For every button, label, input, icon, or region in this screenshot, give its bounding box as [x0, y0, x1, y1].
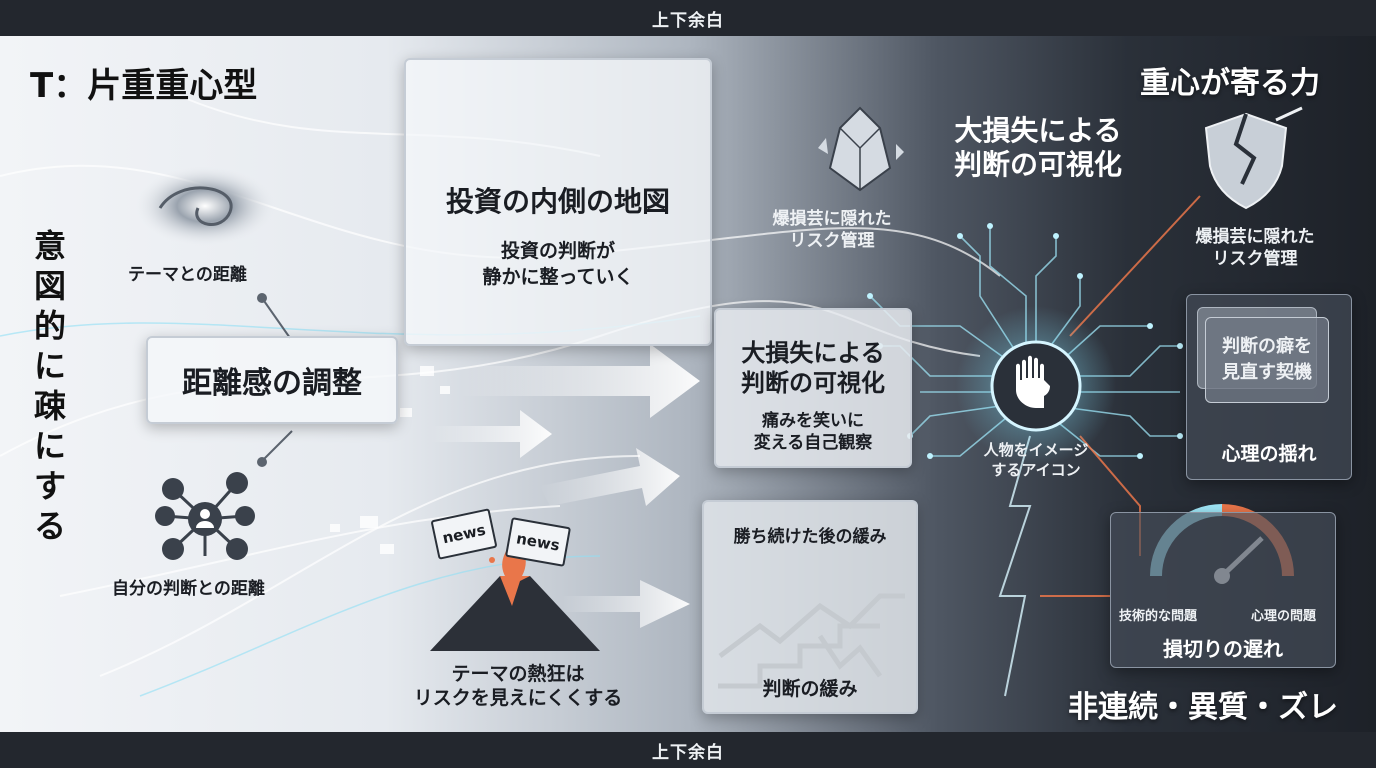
bottom-margin-band: 上下余白	[0, 732, 1376, 768]
top-center-title: 大損失による 判断の可視化	[953, 114, 1122, 181]
galaxy-swirl-icon	[135, 166, 275, 246]
crystal-caption: 爆損芸に隠れた リスク管理	[772, 209, 892, 251]
stop-loss-label: 損切りの遅れ	[1163, 637, 1283, 661]
loosening-card-top: 勝ち続けた後の緩み	[733, 527, 887, 547]
gauge-left-label: 技術的な問題	[1119, 609, 1198, 624]
shield-caption: 爆損芸に隠れた リスク管理	[1195, 227, 1315, 269]
self-distance-label: 自分の判断との距離	[112, 579, 265, 599]
right-header: 重心が寄る力	[1140, 66, 1320, 101]
stop-loss-panel: 技術的な問題 心理の問題 損切りの遅れ	[1110, 512, 1336, 668]
broken-shield-icon	[1204, 106, 1303, 210]
habit-review-card: 判断の癖を 見直す契機	[1205, 317, 1329, 403]
map-card-subtitle: 投資の判断が 静かに整っていく	[482, 240, 634, 288]
visualization-card: 大損失による 判断の可視化 痛みを笑いに 変える自己観察	[714, 308, 912, 468]
volcano-caption: テーマの熱狂は リスクを見えにくくする	[413, 663, 623, 709]
top-margin-label: 上下余白	[652, 10, 724, 31]
gauge-right-label: 心理の問題	[1251, 609, 1317, 624]
distance-adjust-label: 距離感の調整	[182, 366, 362, 401]
visualization-card-subtitle: 痛みを笑いに 変える自己観察	[753, 411, 873, 453]
habit-review-label: 判断の癖を 見直す契機	[1222, 336, 1312, 383]
diagram-title: T：片重重心型	[30, 66, 258, 106]
loosening-card-bottom: 判断の緩み	[762, 678, 858, 700]
distance-adjust-box: 距離感の調整	[146, 336, 398, 424]
visualization-card-title: 大損失による 判断の可視化	[741, 339, 885, 397]
diagram-stage: T：片重重心型 意 図 的 に 疎 に す る テーマとの距離 距離感の調整 自…	[0, 36, 1376, 732]
vertical-label: 意 図 的 に 疎 に す る	[33, 227, 66, 545]
loosening-card: 勝ち続けた後の緩み 判断の緩み	[702, 500, 918, 714]
right-footer: 非連続・異質・ズレ	[1068, 690, 1338, 725]
theme-distance-label: テーマとの距離	[128, 265, 247, 285]
habit-review-panel: 判断の癖を 見直す契機 心理の揺れ	[1186, 294, 1352, 480]
crystal-icon	[818, 106, 904, 192]
investment-map-card: 投資の内側の地図 投資の判断が 静かに整っていく	[404, 58, 712, 346]
social-network-icon	[155, 472, 255, 560]
decorative-background	[0, 95, 1303, 697]
map-card-title: 投資の内側の地図	[445, 185, 670, 218]
hand-head-icon	[1016, 355, 1050, 408]
hub-caption: 人物をイメージ するアイコン	[983, 441, 1089, 479]
bottom-margin-label: 上下余白	[652, 742, 724, 763]
top-margin-band: 上下余白	[0, 0, 1376, 36]
psych-swing-label: 心理の揺れ	[1221, 443, 1317, 465]
